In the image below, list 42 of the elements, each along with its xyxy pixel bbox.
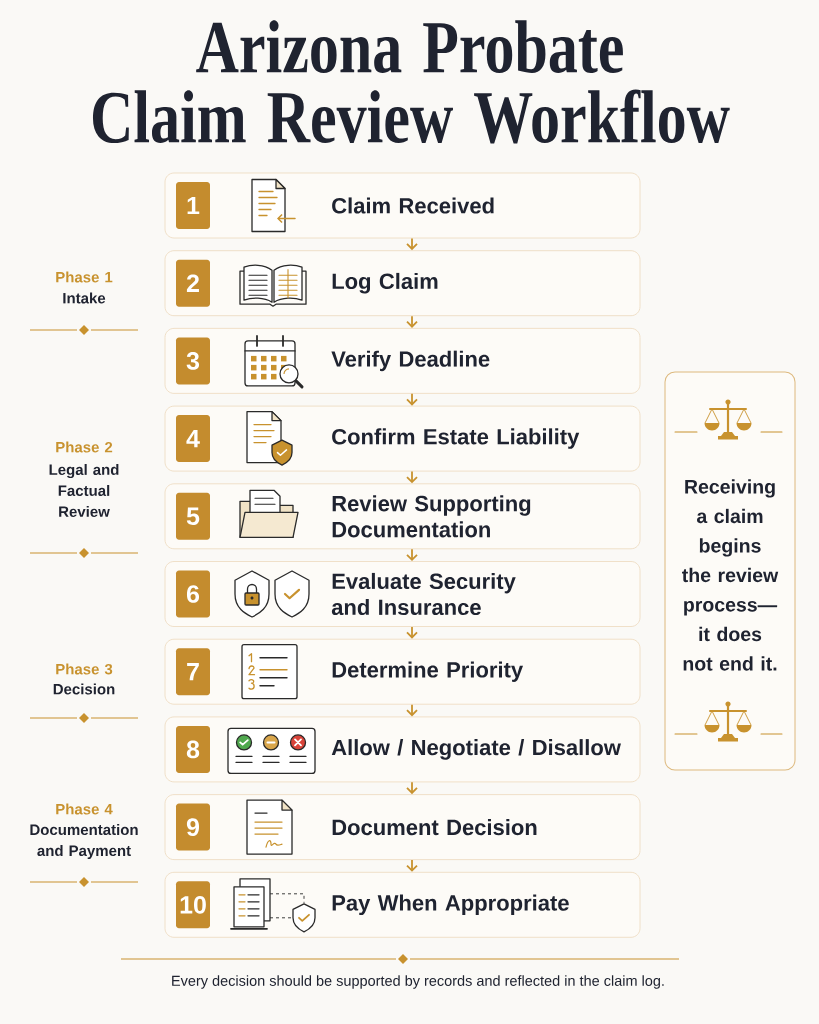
phase-label: Phase 3: [56, 663, 113, 675]
panel-text: Receiving a claim begins the review process—it does not end it.: [682, 479, 779, 671]
phase-label: Phase 1: [56, 271, 113, 283]
step-title: Allow / Negotiate / Disallow: [331, 739, 621, 760]
step-title: Determine Priority: [332, 661, 523, 682]
phase-title: Intake: [63, 292, 106, 304]
step-box: [164, 716, 641, 783]
phase-label: Phase 4: [56, 803, 113, 815]
step-title: Document Decision: [332, 819, 537, 836]
step-title: Confirm Estate Liability: [332, 428, 580, 449]
number-badge: 5: [176, 492, 210, 540]
step-title: Pay When Appropriate: [332, 894, 569, 916]
step-box: [164, 172, 641, 239]
number-badge: 1: [176, 182, 210, 229]
step-box: [164, 871, 641, 938]
number-badge: 10: [176, 881, 210, 929]
number-badge: 6: [176, 570, 210, 618]
number-badge: 8: [176, 725, 210, 773]
number-badge: 9: [176, 803, 210, 851]
step-box: [164, 483, 641, 550]
step-title: Evaluate Security and Insurance: [331, 572, 516, 616]
step-title: Log Claim: [332, 272, 438, 294]
caption: Every decision should be supported by records and reflected in the claim log.: [172, 975, 664, 989]
step-title: Review Supporting Documentation: [332, 495, 531, 538]
number-badge: 4: [176, 415, 210, 463]
step-box: [164, 405, 641, 472]
phase-title: Documentation and Payment: [30, 824, 138, 859]
step-box: [164, 794, 641, 861]
step-box: [164, 638, 641, 705]
step-title: Verify Deadline: [331, 350, 490, 372]
number-badge: 7: [176, 648, 210, 696]
callout-panel: [664, 371, 796, 771]
step-box: [164, 561, 641, 627]
phase-label: Phase 2: [56, 441, 113, 453]
step-box: [164, 250, 641, 317]
phase-title: Decision: [53, 683, 115, 695]
phase-title: Legal and Factual Review: [49, 464, 119, 517]
step-title: Claim Received: [332, 197, 494, 214]
number-badge: 3: [176, 337, 210, 385]
step-box: [164, 327, 641, 394]
number-badge: 2: [176, 259, 210, 307]
title: Arizona Probate Claim Review Workflow: [93, 20, 730, 144]
